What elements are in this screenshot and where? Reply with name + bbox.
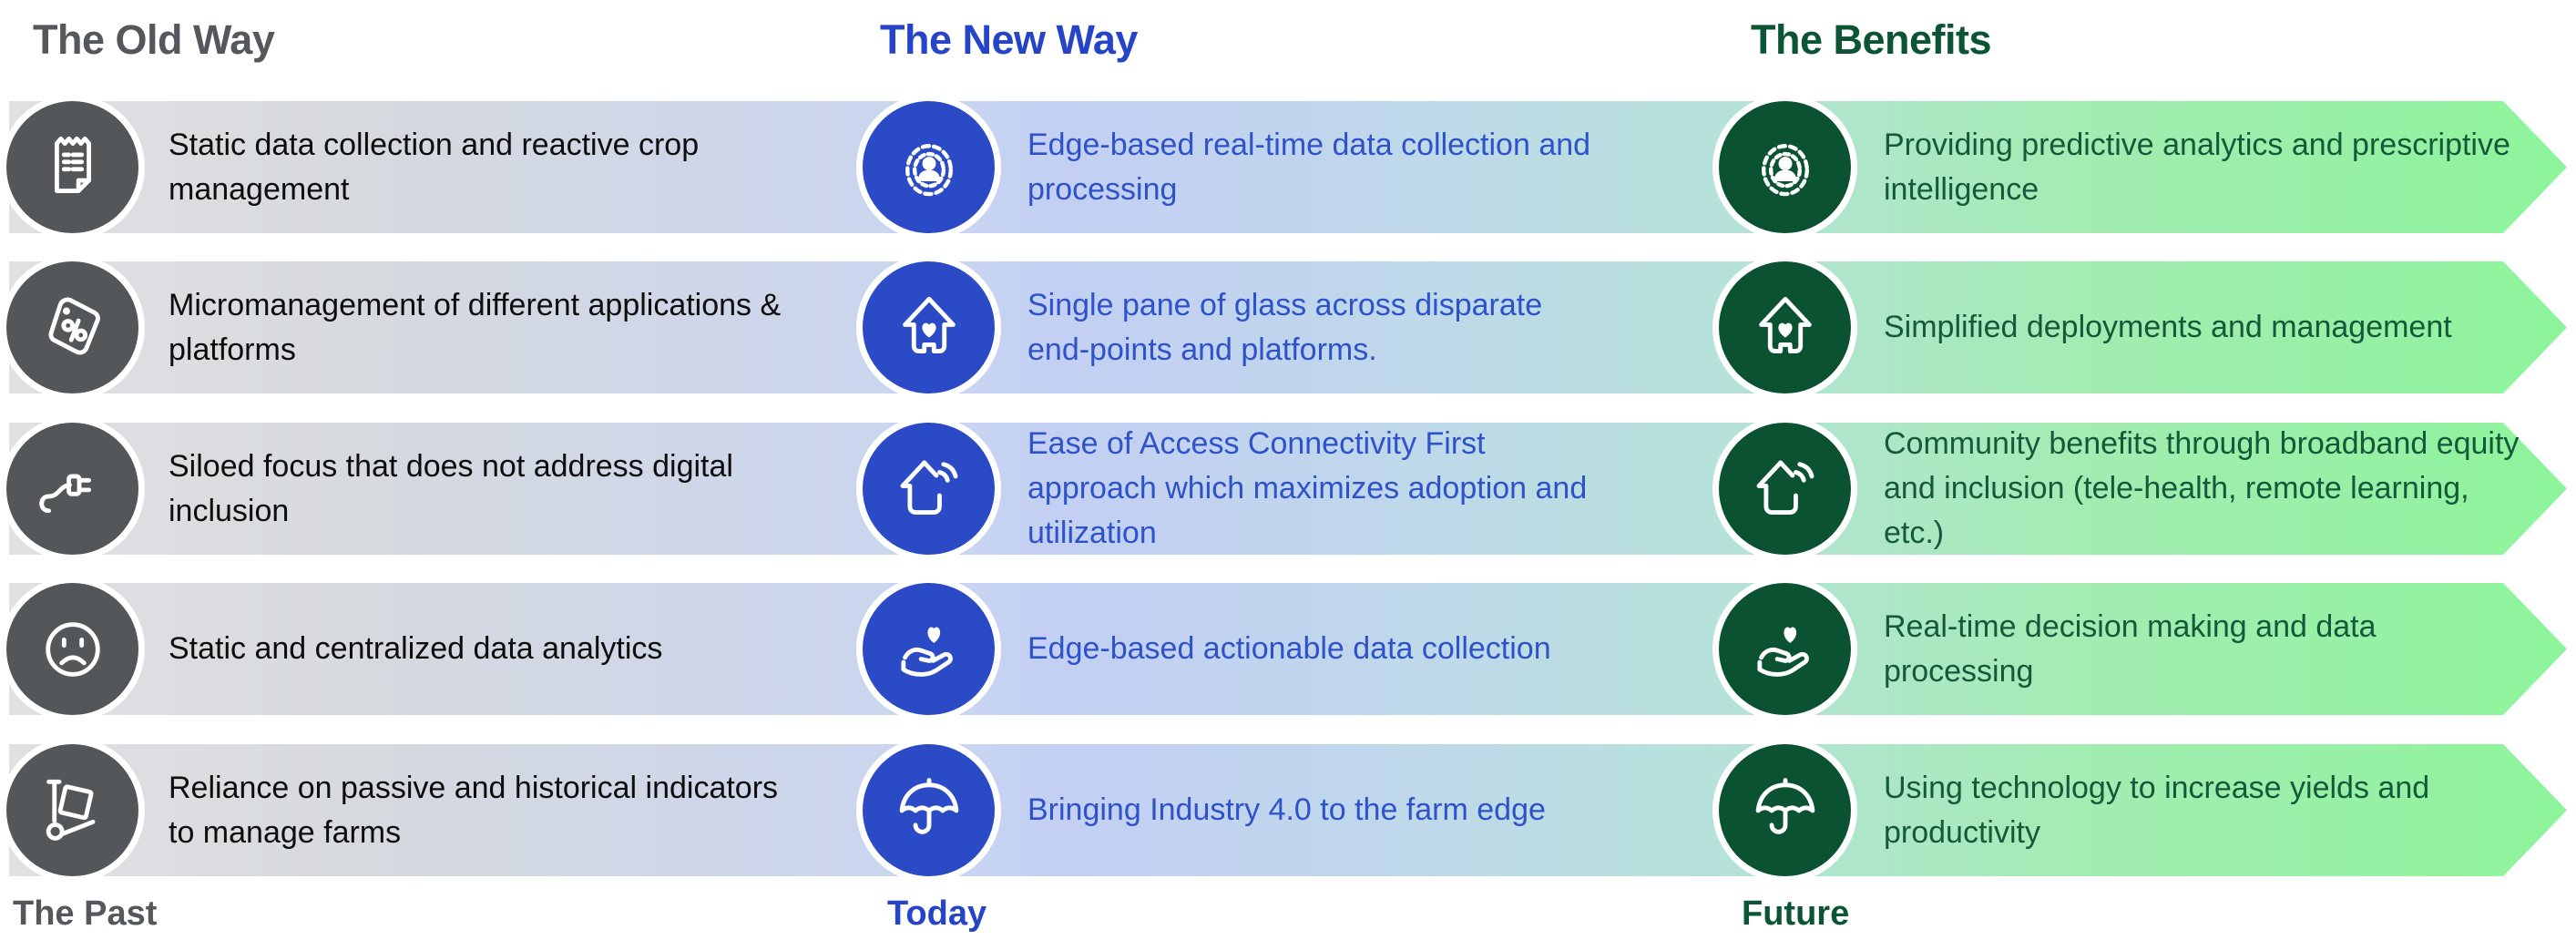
row-3-old-text: Siloed focus that does not address digit…	[169, 448, 733, 528]
row-2-new-cell: Single pane of glass across disparate en…	[1027, 261, 1601, 393]
row-1-old-badge	[0, 95, 145, 240]
plug-icon	[33, 449, 113, 529]
row-5-new-badge	[856, 738, 1001, 883]
row-5: Reliance on passive and historical indic…	[0, 738, 2576, 883]
column-header-new-way: The New Way	[880, 16, 1138, 63]
column-header-old-way: The Old Way	[33, 16, 275, 63]
row-5-benefit-cell: Using technology to increase yields and …	[1884, 744, 2521, 876]
person-focus-icon	[1745, 128, 1825, 208]
row-2-new-text: Single pane of glass across disparate en…	[1027, 287, 1543, 367]
row-1-benefit-badge	[1712, 95, 1857, 240]
row-2-old-badge	[0, 255, 145, 400]
row-3-new-badge	[856, 416, 1001, 561]
row-4-old-text: Static and centralized data analytics	[169, 631, 663, 666]
price-tag-icon	[33, 288, 113, 368]
row-2-benefit-badge	[1712, 255, 1857, 400]
timeline-label-future: Future	[1742, 894, 1850, 933]
house-wifi-icon	[889, 449, 969, 529]
row-1-new-text: Edge-based real-time data collection and…	[1027, 127, 1591, 207]
row-1-old-text: Static data collection and reactive crop…	[169, 127, 700, 207]
row-1-new-badge	[856, 95, 1001, 240]
row-2-old-cell: Micromanagement of different application…	[169, 261, 806, 393]
row-4: Static and centralized data analytics Ed…	[0, 577, 2576, 721]
person-focus-icon	[889, 128, 969, 208]
row-4-new-cell: Edge-based actionable data collection	[1027, 583, 1601, 715]
row-1-benefit-cell: Providing predictive analytics and presc…	[1884, 101, 2521, 233]
row-5-new-text: Bringing Industry 4.0 to the farm edge	[1027, 792, 1546, 827]
row-2-new-badge	[856, 255, 1001, 400]
house-wifi-icon	[1745, 449, 1825, 529]
column-header-benefits: The Benefits	[1751, 16, 1992, 63]
hand-truck-icon	[33, 771, 113, 851]
row-3-arrow-band	[9, 423, 2567, 555]
row-5-old-badge	[0, 738, 145, 883]
row-5-old-text: Reliance on passive and historical indic…	[169, 770, 779, 850]
row-4-old-cell: Static and centralized data analytics	[169, 583, 806, 715]
row-3: Siloed focus that does not address digit…	[0, 416, 2576, 561]
row-3-old-badge	[0, 416, 145, 561]
house-heart-icon	[1745, 288, 1825, 368]
house-heart-icon	[889, 288, 969, 368]
row-4-benefit-cell: Real-time decision making and data proce…	[1884, 583, 2521, 715]
receipt-icon	[33, 128, 113, 208]
row-5-new-cell: Bringing Industry 4.0 to the farm edge	[1027, 744, 1601, 876]
row-1-arrow-band	[9, 101, 2567, 233]
row-5-old-cell: Reliance on passive and historical indic…	[169, 744, 806, 876]
row-1: Static data collection and reactive crop…	[0, 95, 2576, 240]
hand-heart-icon	[1745, 609, 1825, 690]
row-2-old-text: Micromanagement of different application…	[169, 287, 782, 367]
row-4-new-badge	[856, 577, 1001, 721]
row-2-benefit-text: Simplified deployments and management	[1884, 310, 2452, 344]
row-5-arrow-band	[9, 744, 2567, 876]
row-4-benefit-badge	[1712, 577, 1857, 721]
row-4-benefit-text: Real-time decision making and data proce…	[1884, 608, 2377, 689]
row-2-benefit-cell: Simplified deployments and management	[1884, 261, 2521, 393]
timeline-label-today: Today	[887, 894, 987, 933]
row-1-new-cell: Edge-based real-time data collection and…	[1027, 101, 1601, 233]
row-3-new-text: Ease of Access Connectivity First approa…	[1027, 426, 1588, 550]
row-4-old-badge	[0, 577, 145, 721]
row-2: Micromanagement of different application…	[0, 255, 2576, 400]
umbrella-icon	[1745, 771, 1825, 851]
row-1-benefit-text: Providing predictive analytics and presc…	[1884, 127, 2510, 207]
row-2-arrow-band	[9, 261, 2567, 393]
timeline-label-past: The Past	[13, 894, 158, 933]
row-3-new-cell: Ease of Access Connectivity First approa…	[1027, 423, 1601, 555]
row-3-benefit-cell: Community benefits through broadband equ…	[1884, 423, 2521, 555]
row-3-benefit-text: Community benefits through broadband equ…	[1884, 426, 2520, 550]
row-5-benefit-text: Using technology to increase yields and …	[1884, 770, 2430, 850]
sad-face-icon	[33, 609, 113, 690]
row-4-new-text: Edge-based actionable data collection	[1027, 631, 1551, 666]
row-1-old-cell: Static data collection and reactive crop…	[169, 101, 806, 233]
row-3-benefit-badge	[1712, 416, 1857, 561]
umbrella-icon	[889, 771, 969, 851]
row-3-old-cell: Siloed focus that does not address digit…	[169, 423, 806, 555]
row-5-benefit-badge	[1712, 738, 1857, 883]
hand-heart-icon	[889, 609, 969, 690]
row-4-arrow-band	[9, 583, 2567, 715]
